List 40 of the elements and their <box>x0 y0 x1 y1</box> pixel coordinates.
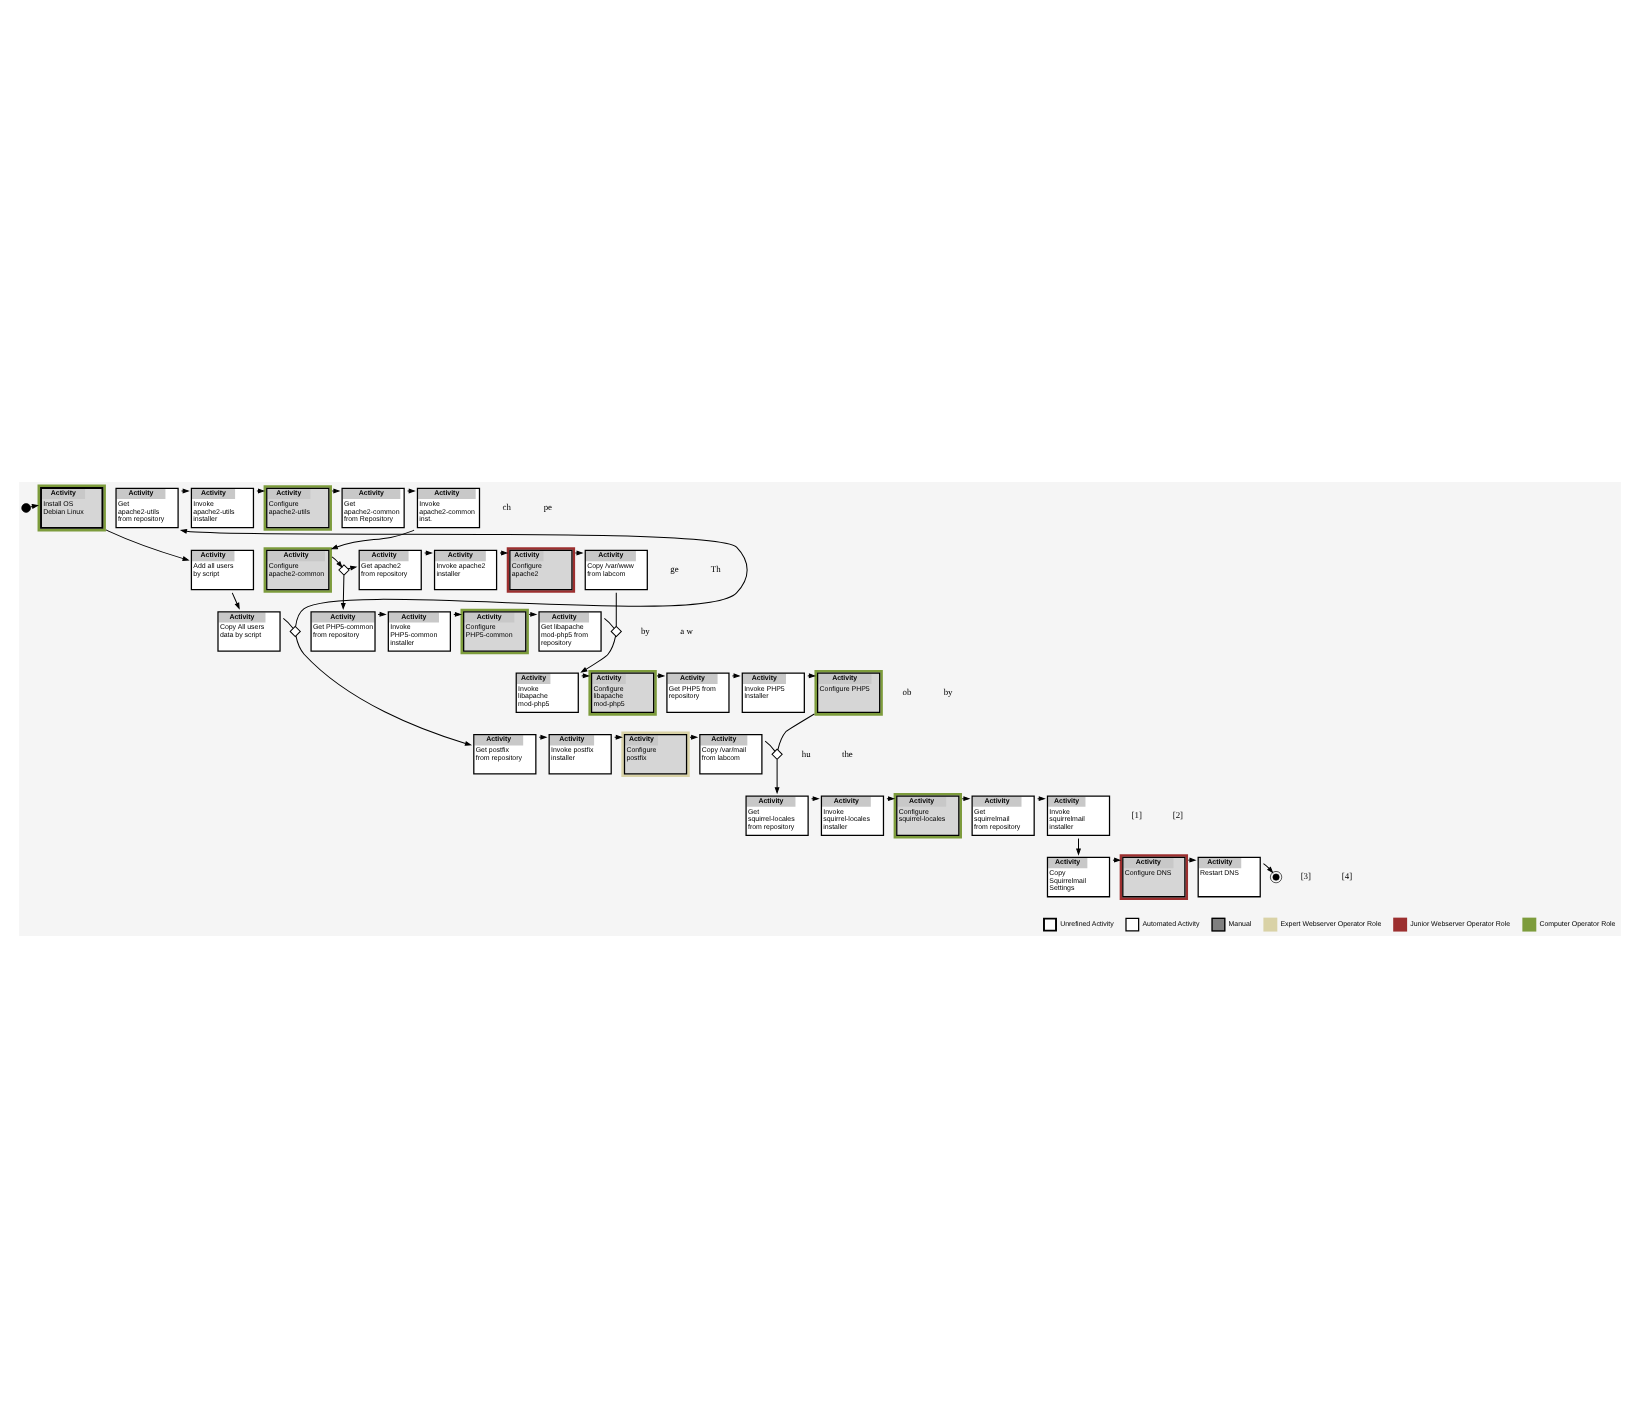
connector <box>603 617 615 629</box>
connector <box>777 713 815 751</box>
arrow <box>499 550 509 556</box>
arrow <box>256 488 266 494</box>
arrow <box>331 488 341 494</box>
connector <box>764 740 776 752</box>
arrow <box>330 529 415 550</box>
node-diamond <box>771 748 783 761</box>
arrow <box>731 673 741 679</box>
arrow <box>538 734 548 740</box>
node-diamond <box>289 625 302 638</box>
arrow <box>656 673 666 679</box>
arrow <box>581 673 590 679</box>
node-diamond <box>610 625 623 638</box>
arrow <box>181 488 190 494</box>
connector <box>282 617 294 629</box>
arrow <box>424 550 433 556</box>
connector <box>615 592 617 627</box>
arrow <box>1112 857 1122 863</box>
arrow <box>453 611 463 617</box>
arrow <box>340 574 346 611</box>
arrow <box>886 796 896 802</box>
arrow <box>580 635 617 673</box>
arrow <box>689 734 699 740</box>
arrow <box>574 550 584 556</box>
arrow <box>105 529 190 561</box>
arrow <box>774 758 780 795</box>
arrow <box>528 611 538 617</box>
arrow <box>407 488 416 494</box>
arrow <box>179 528 748 628</box>
arrow <box>1187 857 1197 863</box>
arrow <box>331 556 343 569</box>
arrow <box>961 796 971 802</box>
arrow <box>1262 863 1274 874</box>
arrow <box>614 734 623 740</box>
arrow <box>807 673 816 679</box>
arrow <box>1037 796 1046 802</box>
arrow <box>295 635 473 746</box>
arrow <box>231 592 240 610</box>
arrow <box>811 796 820 802</box>
